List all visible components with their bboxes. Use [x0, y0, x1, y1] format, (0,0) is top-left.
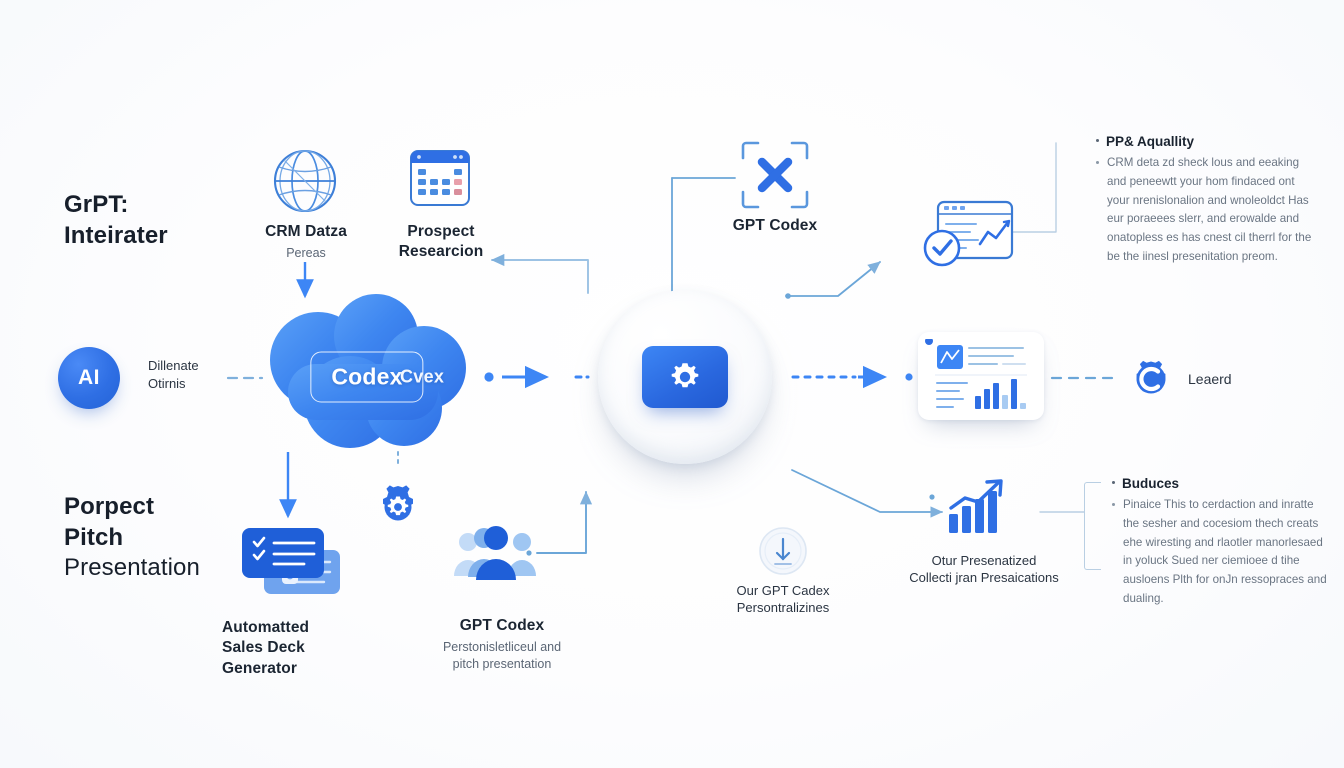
bullet-icon — [1112, 503, 1115, 506]
wire-hub-to-report — [785, 261, 881, 299]
codex-cloud-node[interactable]: Codex Cvex — [258, 292, 476, 462]
presentations-line2: Collecti jran Presaications — [909, 570, 1059, 586]
sales-deck-title-1: Automatted — [222, 619, 310, 636]
checklist-cards-icon — [242, 528, 340, 594]
leaerd-node[interactable] — [1128, 356, 1174, 407]
people-sub-1: Perstonisletliceul and — [442, 640, 562, 655]
people-title: GPT Codex — [459, 617, 545, 634]
gear-tile-icon — [642, 346, 728, 408]
wire-hub-to-dashboard — [791, 365, 887, 389]
dashboard-card-node[interactable] — [918, 332, 1044, 420]
dashboard-chart-glyph — [925, 337, 1027, 409]
dot-marker — [929, 494, 935, 500]
codex-badge: Codex — [310, 351, 424, 403]
report-card-node[interactable] — [920, 198, 1016, 277]
callout-produces-bracket — [1084, 482, 1101, 570]
wire-report-to-callout — [1009, 142, 1057, 233]
differentiate-line1: Dillenate — [148, 358, 199, 373]
callout-produces-body-row: Pinaice This to cerdaction and inratte t… — [1112, 496, 1330, 609]
globe-icon — [273, 149, 337, 213]
dashboard-chart-icon — [918, 332, 1044, 420]
left-heading-line3: Presentation — [64, 554, 200, 582]
people-sub-2: pitch presentation — [452, 657, 552, 672]
codex-side-label: Cvex — [400, 366, 445, 387]
callout-produces-body: Pinaice This to cerdaction and inratte t… — [1123, 498, 1327, 605]
gpt-codex-people-node[interactable] — [452, 524, 538, 591]
dot-marker — [905, 373, 913, 381]
personalizes-line1: Our GPT Cadex — [736, 583, 830, 598]
hero-title: GrPT: Inteirater — [64, 190, 168, 251]
sales-deck-node[interactable] — [238, 522, 350, 607]
personalizes-node[interactable] — [756, 524, 810, 583]
crm-data-labels: CRM Datza Pereas — [248, 222, 364, 262]
gpt-codex-top-title: GPT Codex — [732, 217, 818, 234]
gear-small-node[interactable] — [375, 482, 421, 533]
left-heading-line2: Pitch — [64, 523, 124, 551]
prospect-research-title-1: Prospect — [407, 223, 475, 240]
differentiate-line2: Otirnis — [148, 375, 186, 391]
callout-quality-heading: PP& Aquallity — [1106, 134, 1195, 149]
bullet-icon — [1096, 161, 1099, 164]
hub-disc — [598, 290, 772, 464]
crm-data-node[interactable] — [268, 144, 342, 223]
crm-data-subtitle: Pereas — [286, 246, 326, 261]
callout-quality-body: CRM deta zd sheck lous and eeaking and p… — [1107, 156, 1312, 263]
callout-produces-heading-row: Buduces — [1112, 476, 1330, 491]
prospect-research-node[interactable] — [408, 146, 472, 215]
callout-quality-body-row: CRM deta zd sheck lous and eeaking and p… — [1096, 154, 1314, 267]
cloud-icon — [270, 294, 466, 448]
gpt-codex-people-labels: GPT Codex Perstonisletliceul and pitch p… — [432, 616, 572, 673]
center-hub[interactable] — [598, 290, 772, 464]
bullet-icon — [1096, 139, 1099, 142]
people-group-icon — [454, 526, 536, 580]
crm-data-title: CRM Datza — [265, 223, 347, 240]
download-circle-icon — [759, 527, 807, 575]
presentations-line1: Otur Presenatized — [931, 553, 1037, 568]
callout-produces-heading: Buduces — [1122, 476, 1180, 491]
personalizes-labels: Our GPT Cadex Persontralizines — [712, 582, 854, 617]
differentiate-label: Dillenate Otirnis — [148, 357, 199, 392]
sales-deck-title-3: Generator — [222, 659, 297, 677]
wire-cloud-to-hub — [484, 365, 590, 389]
callout-quality: PP& Aquallity CRM deta zd sheck lous and… — [1096, 134, 1314, 267]
ai-circle-icon: AI — [58, 347, 120, 409]
prospect-research-labels: Prospect Researcion — [388, 222, 494, 263]
prospect-research-title-2: Researcion — [398, 243, 484, 261]
bullet-icon — [1112, 481, 1115, 484]
callout-produces: Buduces Pinaice This to cerdaction and i… — [1112, 476, 1330, 609]
codex-badge-label: Codex — [331, 363, 403, 390]
ai-badge-label: AI — [78, 366, 100, 389]
presentations-node[interactable] — [946, 478, 1008, 541]
ai-badge[interactable]: AI — [58, 347, 120, 409]
left-heading-line1: Porpect — [64, 493, 155, 520]
x-scan-icon — [741, 141, 809, 209]
callout-quality-heading-row: PP& Aquallity — [1096, 134, 1314, 149]
report-check-icon — [923, 200, 1014, 267]
calendar-icon — [410, 150, 470, 206]
hero-title-line2: Inteirater — [64, 221, 168, 249]
gpt-codex-top-node[interactable] — [740, 140, 810, 215]
sales-deck-title-2: Sales Deck — [222, 639, 305, 657]
c-gear-icon — [1136, 360, 1166, 394]
left-heading: Porpect Pitch Presentation — [64, 492, 200, 584]
presentations-labels: Otur Presenatized Collecti jran Presaica… — [888, 552, 1080, 587]
hero-title-line1: GrPT: — [64, 191, 129, 218]
leaerd-label: Leaerd — [1188, 371, 1232, 387]
growth-chart-icon — [949, 479, 1003, 533]
personalizes-line2: Persontralizines — [736, 600, 830, 616]
gear-glyph — [671, 363, 699, 388]
gear-icon — [383, 485, 413, 521]
sales-deck-labels: Automatted Sales Deck Generator — [222, 618, 346, 679]
wire-hub-to-growth — [791, 469, 943, 518]
wire-research-to-hub — [491, 253, 589, 294]
